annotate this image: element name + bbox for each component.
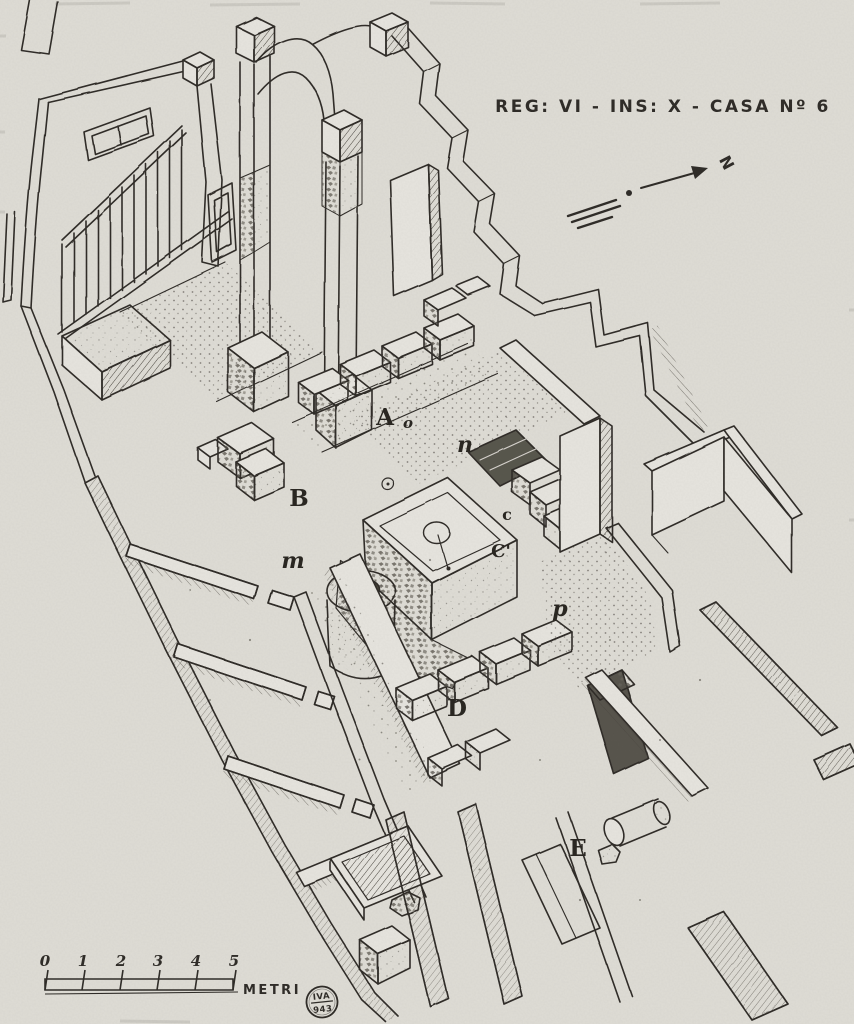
label-room-B: B — [289, 485, 308, 512]
scale-tick-0: 0 — [40, 952, 51, 970]
north-arrow-dot — [626, 190, 632, 196]
label-room-c-prime: C' — [491, 541, 511, 562]
scale-tick-4: 4 — [191, 952, 201, 970]
scale-tick-2: 2 — [115, 952, 126, 970]
label-room-c: c — [502, 505, 512, 524]
drawing-title: REG: VI - INS: X - CASA Nº 6 — [495, 97, 831, 117]
scale-tick-5: 5 — [229, 952, 239, 970]
label-room-n: n — [457, 432, 473, 458]
hearth-hole — [423, 521, 451, 545]
scale-tick-1: 1 — [78, 952, 88, 970]
tall-slab-2 — [559, 417, 613, 553]
wall-cap-block — [182, 51, 215, 87]
scale-unit-label: METRI — [243, 983, 301, 998]
scale-tick-3: 3 — [153, 952, 163, 970]
label-room-o: o — [403, 414, 413, 432]
label-room-p: p — [552, 596, 568, 622]
label-room-E: E — [569, 835, 587, 862]
stamp-top-text: IVA — [312, 991, 330, 1003]
label-room-A: A — [375, 404, 395, 431]
stamp-bottom-text: 943 — [313, 1004, 333, 1016]
standing-slab — [389, 163, 443, 297]
label-room-D: D — [447, 695, 467, 722]
label-room-m: m — [281, 548, 304, 574]
